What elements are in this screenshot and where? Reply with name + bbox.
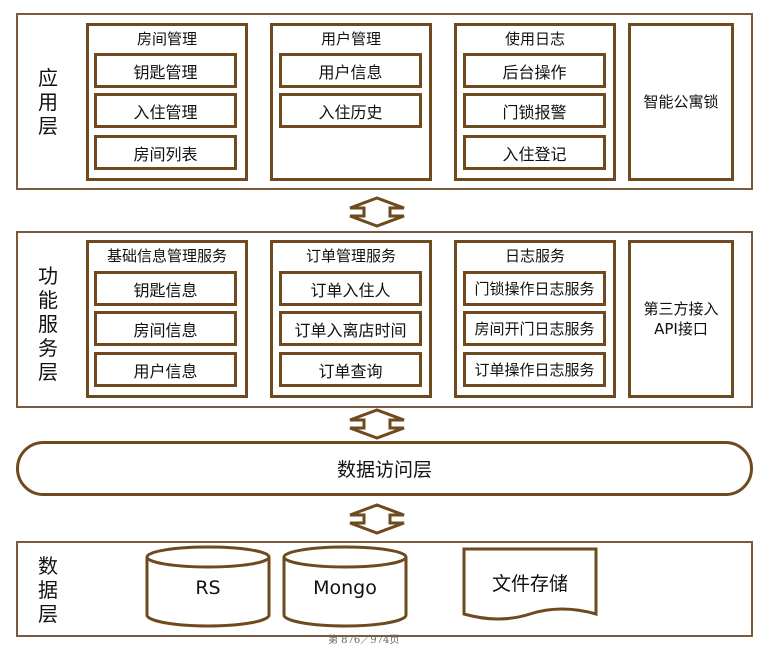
mongo-database-icon xyxy=(282,545,408,628)
group-title: 日志服务 xyxy=(504,247,565,265)
item-checkin-management: 入住管理 xyxy=(94,93,237,128)
side-smart-lock: 智能公寓锁 xyxy=(628,23,734,181)
item-order-operation-log: 订单操作日志服务 xyxy=(463,352,606,387)
group-title: 使用日志 xyxy=(504,30,565,48)
group-title: 房间管理 xyxy=(136,30,197,48)
page-number: 第 876／974页 xyxy=(328,635,400,646)
mongo-database-label: Mongo xyxy=(313,577,377,599)
item-lock-alarm: 门锁报警 xyxy=(463,93,606,128)
item-backend-operation: 后台操作 xyxy=(463,53,606,88)
double-arrow-icon xyxy=(349,408,405,440)
data-layer-label: 数 据 层 xyxy=(38,554,58,626)
item-checkin-history: 入住历史 xyxy=(279,93,422,128)
double-arrow-icon xyxy=(349,503,405,535)
item-order-query: 订单查询 xyxy=(279,352,422,387)
item-lock-operation-log: 门锁操作日志服务 xyxy=(463,271,606,306)
group-title: 用户管理 xyxy=(320,30,381,48)
rs-database-icon xyxy=(145,545,271,628)
item-room-info: 房间信息 xyxy=(94,311,237,346)
side-third-party-api: 第三方接入 API接口 xyxy=(628,240,734,398)
item-room-open-log: 房间开门日志服务 xyxy=(463,311,606,346)
group-title: 基础信息管理服务 xyxy=(106,247,227,265)
item-user-info: 用户信息 xyxy=(279,53,422,88)
file-storage-label: 文件存储 xyxy=(491,572,568,595)
item-order-checkin-checkout-time: 订单入离店时间 xyxy=(279,311,422,346)
item-key-management: 钥匙管理 xyxy=(94,53,237,88)
item-checkin-registration: 入住登记 xyxy=(463,135,606,170)
item-user-info-service: 用户信息 xyxy=(94,352,237,387)
item-room-list: 房间列表 xyxy=(94,135,237,170)
item-key-info: 钥匙信息 xyxy=(94,271,237,306)
data-access-layer: 数据访问层 xyxy=(16,441,753,496)
item-order-occupant: 订单入住人 xyxy=(279,271,422,306)
rs-database-label: RS xyxy=(195,577,221,599)
double-arrow-icon xyxy=(349,196,405,228)
group-title: 订单管理服务 xyxy=(305,247,396,265)
application-layer-label: 应 用 层 xyxy=(38,66,58,138)
service-layer-label: 功 能 服 务 层 xyxy=(38,264,58,384)
file-storage-icon xyxy=(462,547,598,621)
